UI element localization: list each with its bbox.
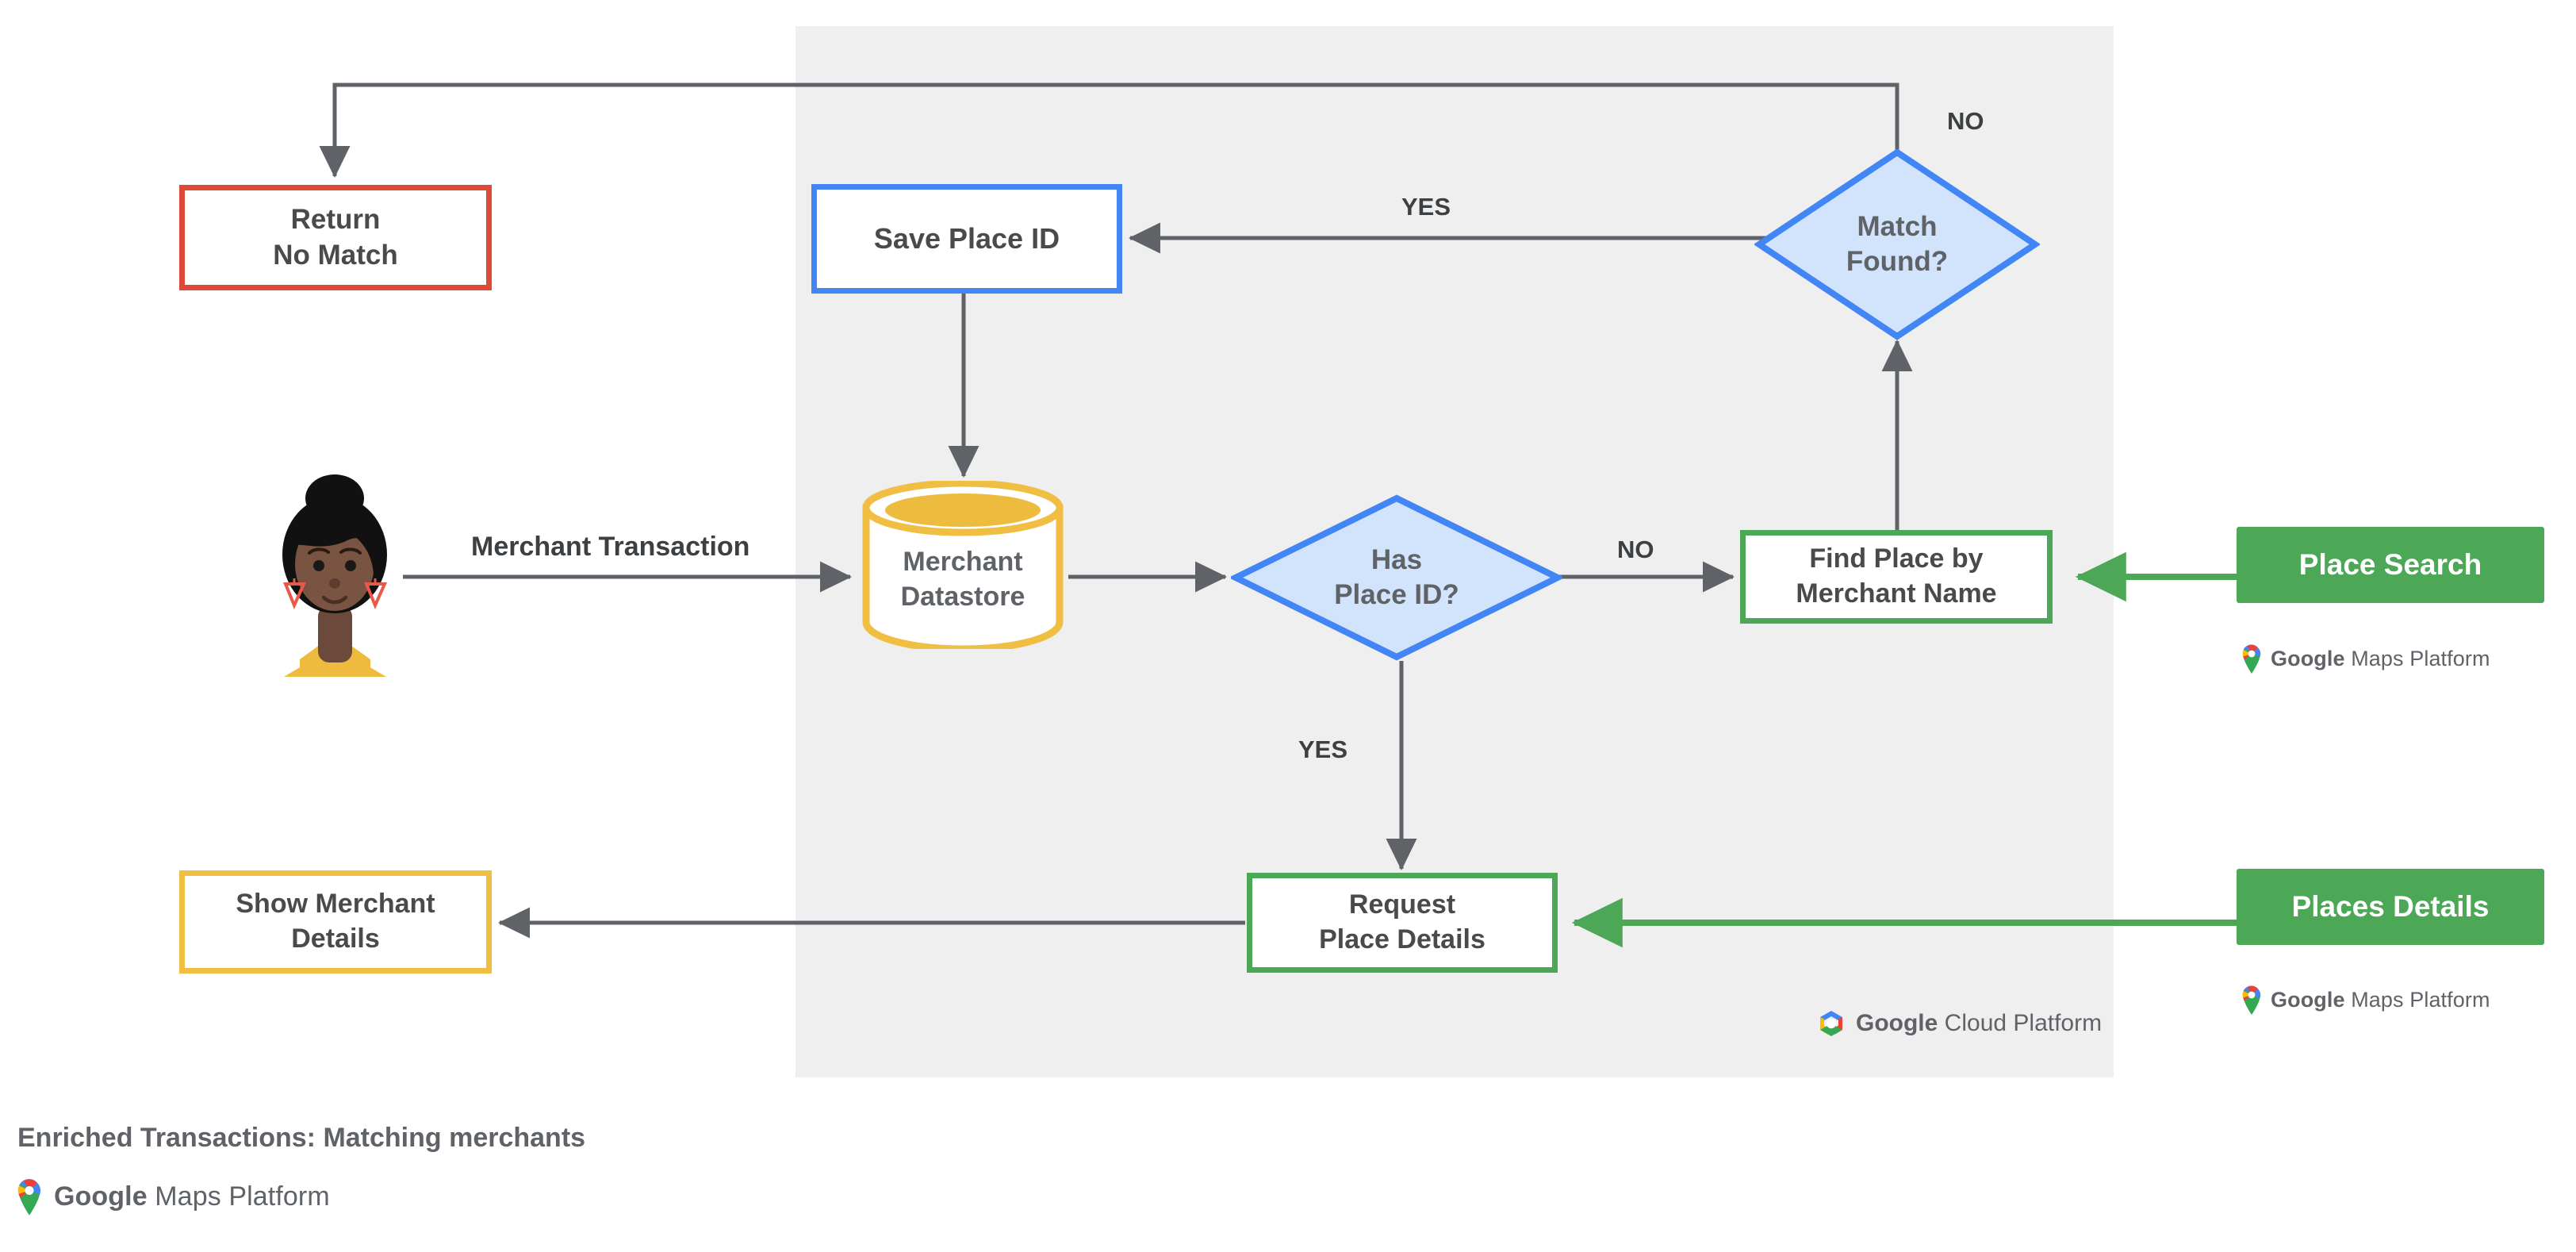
lockup-maps-platform-word: Maps Platform: [2344, 987, 2490, 1012]
node-match-found-label: Match Found?: [1846, 210, 1949, 277]
node-has-place-id[interactable]: Has Place ID?: [1231, 494, 1562, 662]
lockup-cloud-platform-word: Cloud Platform: [1938, 1010, 2103, 1036]
node-merchant-datastore-label: Merchant Datastore: [900, 546, 1025, 612]
google-cloud-hexagon-icon: [1820, 1011, 1842, 1036]
edge-label-yes-match-found: YES: [1401, 193, 1451, 221]
lockup-google-word: Google: [54, 1181, 148, 1212]
footer-lockup-text: Google Maps Platform: [54, 1181, 330, 1212]
google-maps-platform-lockup-places-details: Google Maps Platform: [2240, 984, 2490, 1016]
node-show-merchant-details[interactable]: Show Merchant Details: [179, 870, 492, 974]
merchant-customer-avatar: [282, 474, 388, 677]
edge-label-merchant-transaction: Merchant Transaction: [471, 532, 750, 562]
google-maps-platform-lockup-text: Google Maps Platform: [2271, 647, 2490, 671]
google-cloud-platform-lockup: Google Cloud Platform: [1816, 1009, 2102, 1038]
google-maps-platform-lockup-text: Google Maps Platform: [2271, 988, 2490, 1012]
edge-label-no-match-found: NO: [1947, 107, 1984, 135]
node-save-place-id[interactable]: Save Place ID: [811, 184, 1122, 294]
edge-label-no-has-place-id: NO: [1617, 536, 1654, 563]
page-title: Enriched Transactions: Matching merchant…: [17, 1123, 586, 1153]
node-match-found[interactable]: Match Found?: [1754, 148, 2040, 341]
lockup-google-word: Google: [2271, 646, 2345, 670]
product-button-place-search[interactable]: Place Search: [2237, 527, 2544, 603]
node-request-place-details[interactable]: Request Place Details: [1247, 873, 1558, 973]
node-has-place-id-label: Has Place ID?: [1334, 543, 1459, 610]
google-cloud-platform-lockup-text: Google Cloud Platform: [1856, 1010, 2102, 1037]
lockup-maps-platform-word: Maps Platform: [2344, 646, 2490, 670]
product-button-places-details[interactable]: Places Details: [2237, 869, 2544, 945]
node-merchant-datastore[interactable]: Merchant Datastore: [861, 481, 1065, 649]
footer-google-maps-platform-lockup: Google Maps Platform: [14, 1177, 330, 1216]
lockup-google-word: Google: [1856, 1010, 1938, 1036]
google-maps-pin-icon: [2242, 644, 2261, 674]
google-maps-pin-icon: [17, 1179, 41, 1216]
google-maps-pin-icon: [2242, 985, 2261, 1015]
lockup-google-word: Google: [2271, 987, 2345, 1012]
lockup-maps-platform-word: Maps Platform: [147, 1181, 330, 1212]
google-maps-platform-lockup-place-search: Google Maps Platform: [2240, 643, 2490, 674]
node-find-place-by-merchant-name[interactable]: Find Place by Merchant Name: [1740, 530, 2053, 624]
edge-label-yes-has-place-id: YES: [1298, 735, 1348, 763]
node-return-no-match[interactable]: Return No Match: [179, 185, 492, 290]
